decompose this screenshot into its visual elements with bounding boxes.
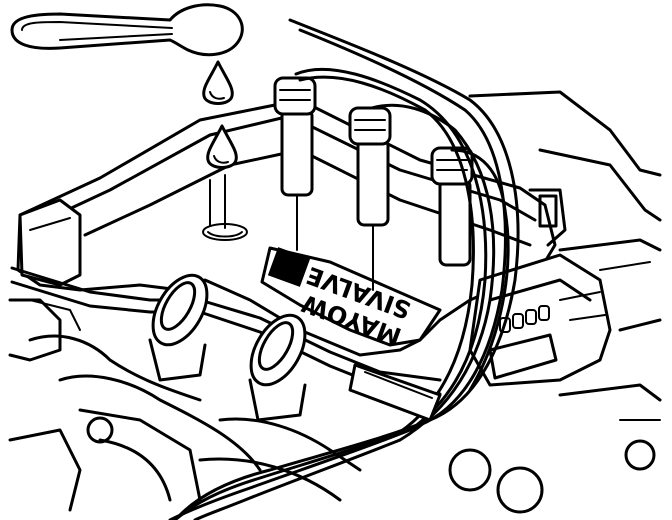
oil-drop-icon — [202, 60, 238, 169]
engine-lower-parts — [8, 298, 362, 512]
ignition-wires — [168, 18, 520, 520]
oil-filler-area — [202, 174, 248, 241]
plug-boot-1 — [273, 76, 317, 251]
bolt-row — [499, 305, 550, 333]
spoon-icon — [10, 3, 244, 57]
plug-boot-2 — [348, 106, 392, 291]
plug-tube-holes — [148, 273, 307, 422]
engine-block-background — [448, 90, 662, 514]
spark-plug-boots — [273, 76, 474, 291]
